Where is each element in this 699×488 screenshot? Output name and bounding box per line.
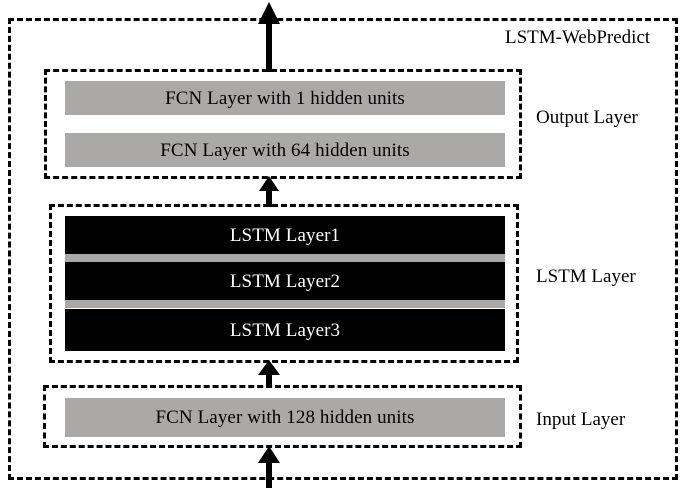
layer-bar-lstm-3: LSTM Layer3 <box>65 309 505 351</box>
output-layer-label: Output Layer <box>536 107 638 128</box>
input-layer-label: Input Layer <box>536 409 626 430</box>
lstm-layer-group-box <box>49 204 519 363</box>
arrow-up-icon-external-to-input <box>256 446 282 488</box>
layer-bar-fcn-128: FCN Layer with 128 hidden units <box>65 398 505 437</box>
layer-bar-lstm-1: LSTM Layer1 <box>65 216 505 254</box>
arrow-up-icon-input-to-lstm <box>256 360 282 388</box>
input-layer-group-box <box>43 385 522 448</box>
layer-bar-fcn-1: FCN Layer with 1 hidden units <box>65 81 505 115</box>
lstm-layer-label: LSTM Layer <box>536 266 636 287</box>
layer-bar-fcn-64: FCN Layer with 64 hidden units <box>65 133 505 167</box>
arrow-up-icon-output-to-external <box>256 2 282 72</box>
model-title-label: LSTM-WebPredict <box>505 27 651 48</box>
output-layer-group-box <box>44 69 522 179</box>
lstm-bar-separator <box>65 300 505 308</box>
lstm-bar-separator <box>65 254 505 262</box>
layer-bar-lstm-2: LSTM Layer2 <box>65 262 505 300</box>
arrow-up-icon-lstm-to-output <box>256 176 282 207</box>
model-boundary-box <box>8 18 678 480</box>
